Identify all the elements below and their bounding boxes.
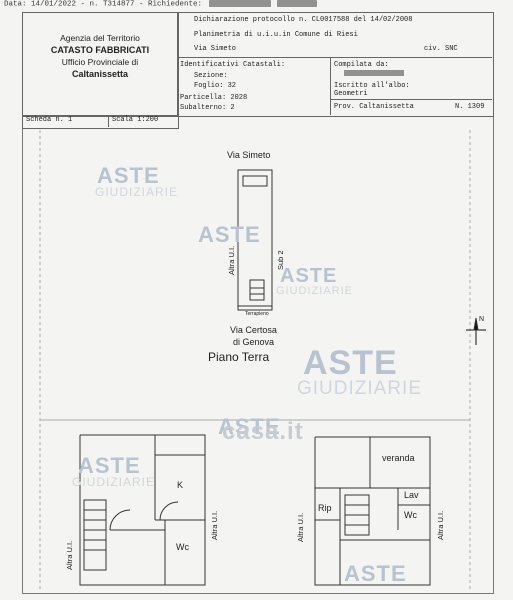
room-wc2-label: Wc [404, 510, 417, 520]
header-vdivider [330, 57, 331, 115]
header-bottom-divider [330, 99, 492, 100]
declaration-text: Dichiarazione protocollo n. CL0017588 de… [194, 16, 413, 24]
watermark-aste-5: ASTE [78, 453, 141, 478]
watermark-aste-1: ASTE [97, 163, 160, 188]
via-simeto-label: Via Simeto [227, 150, 271, 160]
scheda-divider [108, 115, 109, 127]
watermark-giudiziarie-4: GIUDIZIARIE [297, 378, 423, 399]
scheda-box [22, 115, 179, 129]
terrapieno-label: Terrapieno [245, 311, 269, 317]
watermark-aste-4: ASTE [303, 344, 398, 382]
subalterno-label: Subalterno: 2 [180, 104, 235, 112]
watermark-casa: casa.it [222, 418, 304, 445]
identificativi-label: Identificativi Catastali: [180, 61, 286, 69]
redacted-compiler [344, 70, 404, 76]
header-box [177, 12, 494, 117]
redacted-requester-2 [277, 0, 318, 7]
watermark-aste-6: ASTE [218, 414, 281, 439]
altra-ui-label-1: Altra U.I. [227, 245, 236, 275]
geometri-label: Geometri [334, 90, 368, 98]
sezione-label: Sezione: [194, 72, 228, 80]
watermark-aste-2: ASTE [198, 222, 261, 247]
scala-label: Scala 1:200 [112, 116, 159, 124]
particella-label: Particella: 2028 [180, 94, 248, 102]
room-lav-label: Lav [404, 490, 419, 500]
altra-ui-label-3: Altra U.I. [210, 510, 219, 540]
agency-box [22, 12, 179, 117]
room-veranda-label: veranda [382, 453, 415, 463]
header-divider [177, 57, 492, 58]
redacted-requester [208, 0, 271, 7]
watermark-aste-3: ASTE [280, 265, 338, 287]
via-certosa-label: Via Certosa [230, 325, 277, 335]
prov-label: Prov. Caltanissetta [334, 103, 414, 111]
room-rip-label: Rip [318, 503, 332, 513]
watermark-giudiziarie-5: GIUDIZIARIE [72, 475, 156, 489]
compilata-label: Compilata da: [334, 61, 389, 69]
altra-ui-label-5: Altra U.I. [436, 510, 445, 540]
foglio-label: Foglio: 32 [194, 82, 237, 90]
altra-ui-label-2: Altra U.I. [65, 540, 74, 570]
di-genova-label: di Genova [233, 337, 275, 347]
piano-terra-label: Piano Terra [208, 350, 270, 364]
number-label: N. 1309 [455, 103, 485, 111]
plan-text: Planimetria di u.i.u.in Comune di Riesi [194, 31, 358, 39]
altra-ui-label-4: Altra U.I. [296, 512, 305, 542]
civ-text: civ. SNC [424, 45, 458, 53]
room-k-label: K [177, 480, 184, 490]
agency-line2: CATASTO FABBRICATI [50, 45, 150, 55]
agency-line4: Caltanissetta [71, 69, 129, 79]
street-text: Via Simeto [194, 45, 237, 53]
watermark-aste-7: ASTE [344, 561, 407, 586]
sub2-label: Sub 2 [276, 250, 285, 270]
print-info-line: Data: 14/01/2022 - n. T314877 - Richiede… [4, 0, 318, 9]
agency-line1: Agenzia del Territorio [60, 33, 140, 43]
compass-n-label: N [479, 316, 485, 323]
watermark-giudiziarie-1: GIUDIZIARIE [95, 185, 179, 199]
watermark-giudiziarie-3: GIUDIZIARIE [276, 285, 354, 297]
print-info-text: Data: 14/01/2022 - n. T314877 - Richiede… [4, 0, 203, 9]
scheda-label: Scheda n. 1 [26, 116, 73, 124]
iscritto-label: Iscritto all'albo: [334, 82, 410, 90]
room-wc-label: Wc [176, 542, 189, 552]
agency-line3: Ufficio Provinciale di [61, 57, 139, 67]
